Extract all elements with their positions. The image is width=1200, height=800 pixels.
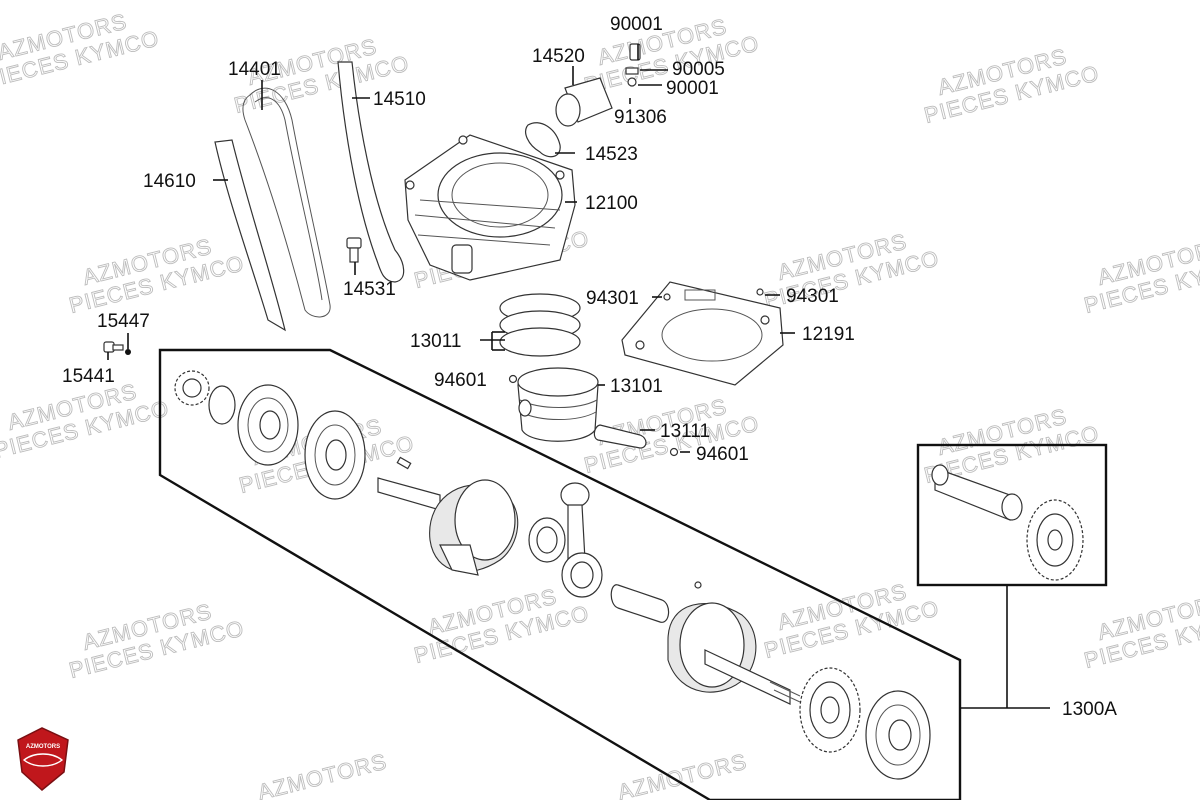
callout-94601-left: 94601 <box>434 370 487 391</box>
piston-rings <box>499 293 581 357</box>
crank-bearing-right <box>865 690 931 780</box>
callout-13011: 13011 <box>410 331 461 352</box>
callout-14520: 14520 <box>532 46 585 67</box>
crank-shaft-left <box>377 477 441 511</box>
callout-94301-left: 94301 <box>586 288 639 309</box>
tensioner-guide <box>337 61 405 283</box>
bolt-washer <box>125 349 131 355</box>
dowel-pin-1 <box>663 293 671 301</box>
callout-90001-bottom: 90001 <box>666 78 719 99</box>
crank-gear-right <box>799 667 861 753</box>
crank-web-right <box>667 602 801 705</box>
conrod-bearing <box>528 517 566 563</box>
callout-90005: 90005 <box>672 59 725 80</box>
crank-bearing-left <box>237 384 299 466</box>
crank-web-left <box>429 479 519 576</box>
connecting-rod <box>560 482 603 598</box>
callout-14401: 14401 <box>228 59 281 80</box>
callout-12191: 12191 <box>802 324 855 345</box>
crankshaft-assembly-frame <box>158 348 962 800</box>
callout-14523: 14523 <box>585 144 638 165</box>
callout-13111: 13111 <box>660 421 710 442</box>
cylinder-base-gasket <box>621 281 784 386</box>
logo-text: AZMOTORS <box>26 744 60 750</box>
callout-91306: 91306 <box>614 107 667 128</box>
crank-pin-key <box>694 581 702 589</box>
crank-pin <box>610 584 670 623</box>
callout-94301-right: 94301 <box>786 286 839 307</box>
dowel-pin-2 <box>756 288 764 296</box>
crank-washer <box>208 385 236 425</box>
callout-15441: 15441 <box>62 366 115 387</box>
circlip-1 <box>508 374 518 384</box>
watermark-line1: AZMOTORS <box>255 749 389 800</box>
callout-13101: 13101 <box>610 376 663 397</box>
callout-14531: 14531 <box>343 279 396 300</box>
tensioner-gasket <box>525 122 561 158</box>
tensioner-bolt <box>346 237 362 263</box>
oil-bolt <box>103 341 124 353</box>
leader-lines <box>107 44 1050 709</box>
crank-oil-seal <box>304 410 366 500</box>
callout-1300A: 1300A <box>1062 699 1117 720</box>
crank-key <box>396 456 412 470</box>
piston-pin <box>593 424 647 449</box>
callout-12100: 12100 <box>585 193 638 214</box>
cylinder <box>404 134 576 281</box>
balancer-assembly-frame <box>916 443 1108 587</box>
drive-gear <box>174 370 210 406</box>
chain-guide <box>214 139 286 332</box>
callout-labels: 14401 14510 14520 90001 90005 90001 9130… <box>62 14 1117 720</box>
azmotors-logo: AZMOTORS <box>17 727 69 791</box>
balancer-gear <box>1026 499 1084 581</box>
timing-chain <box>242 87 331 318</box>
callout-14510: 14510 <box>373 89 426 110</box>
balancer-shaft <box>931 464 1023 521</box>
timing-chain-inner <box>254 97 323 301</box>
callout-15447: 15447 <box>97 311 150 332</box>
callout-94601-right: 94601 <box>696 444 749 465</box>
callout-90001-top: 90001 <box>610 14 663 35</box>
circlip-2 <box>669 447 679 457</box>
callout-14610: 14610 <box>143 171 196 192</box>
piston <box>517 367 599 442</box>
